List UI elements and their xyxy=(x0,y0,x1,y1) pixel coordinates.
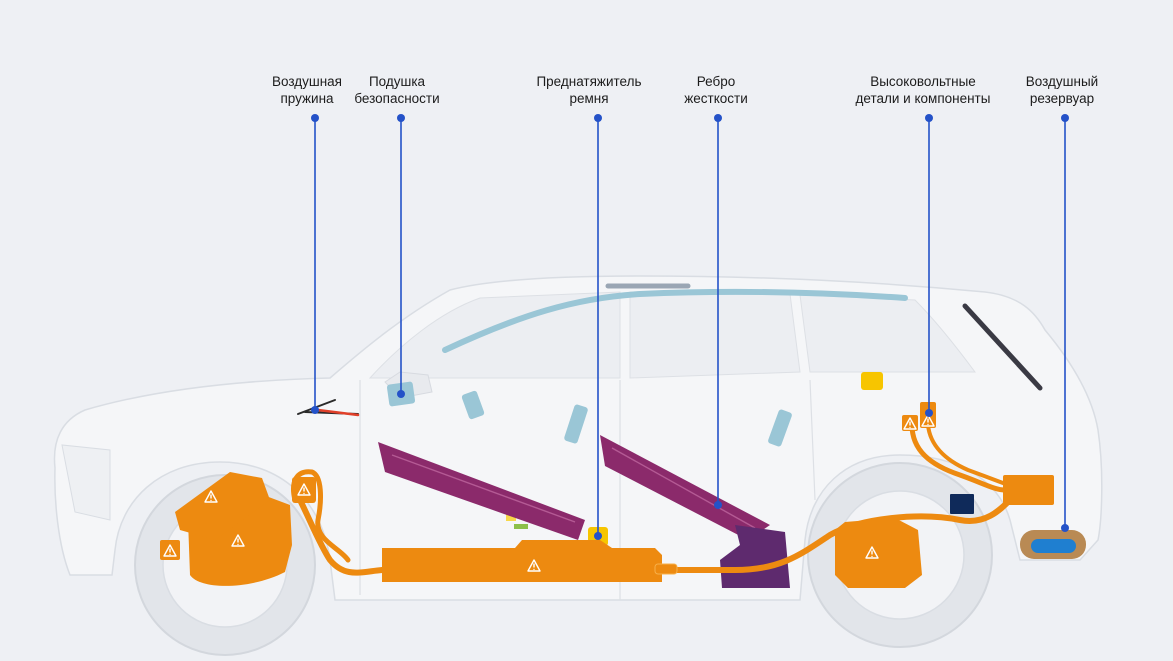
callout-line-airbag xyxy=(397,114,405,398)
hv-cable-rear-upper-2 xyxy=(926,423,1010,487)
label-line: детали и компоненты xyxy=(855,91,991,106)
label-airbag: Подушка безопасности xyxy=(312,73,482,107)
front-stiffening-rib xyxy=(378,442,585,540)
rear-hv-box xyxy=(1003,475,1054,505)
battery-pack xyxy=(382,540,662,582)
label-air-spring: Воздушная пружина xyxy=(222,73,392,107)
label-line: Воздушный xyxy=(1025,74,1099,89)
label-stiffening-rib: Ребро жесткости xyxy=(631,73,801,107)
navy-component xyxy=(950,494,974,514)
callout-line-stiffening-rib xyxy=(714,114,722,509)
front-inverter xyxy=(175,472,270,540)
air-reservoir-inner xyxy=(1031,539,1076,553)
label-air-reservoir: Воздушный резервуар xyxy=(977,73,1147,107)
callout-line-air-reservoir xyxy=(1061,114,1069,532)
side-airbag-1 xyxy=(461,390,485,420)
label-line: резервуар xyxy=(1029,91,1095,106)
rear-stiffening-rib xyxy=(600,435,770,540)
rear-motor xyxy=(835,518,922,588)
curtain-airbag xyxy=(442,288,908,353)
label-line: Высоковольтные xyxy=(870,74,976,89)
label-line: жесткости xyxy=(684,91,748,106)
label-line: Воздушная xyxy=(272,74,342,89)
callout-line-belt-tensioner xyxy=(594,114,602,540)
label-line: Преднатяжитель xyxy=(536,74,642,89)
label-line: Подушка xyxy=(368,74,426,89)
callout-lines xyxy=(311,114,1069,540)
side-airbag-2 xyxy=(564,404,588,444)
small-yellow-part xyxy=(506,513,516,521)
side-airbag-3 xyxy=(768,409,792,447)
label-line: ремня xyxy=(569,91,609,106)
high-voltage-parts xyxy=(160,402,1054,588)
small-green-part xyxy=(514,524,528,529)
label-line: безопасности xyxy=(354,91,440,106)
label-line: пружина xyxy=(280,91,334,106)
hv-cable-rear-upper xyxy=(909,422,1008,493)
label-line: Ребро xyxy=(696,74,736,89)
rear-yellow-part xyxy=(861,372,883,390)
hv-cable-front xyxy=(297,497,385,576)
tailgate-strut xyxy=(962,303,1043,391)
label-belt-tensioner: Преднатяжитель ремня xyxy=(504,73,674,107)
callout-line-air-spring xyxy=(311,114,319,414)
battery-connector xyxy=(654,563,678,575)
callout-line-high-voltage xyxy=(925,114,933,417)
front-grille xyxy=(61,444,111,521)
reinforcement-parts xyxy=(378,435,790,588)
label-high-voltage: Высоковольтные детали и компоненты xyxy=(838,73,1008,107)
